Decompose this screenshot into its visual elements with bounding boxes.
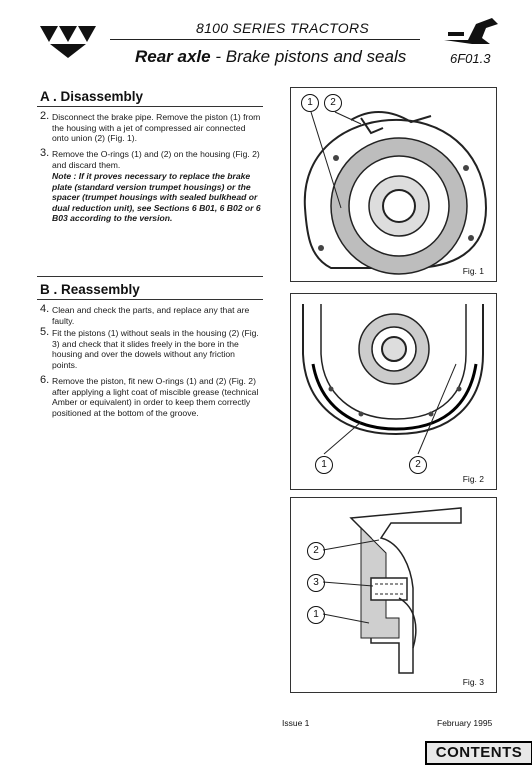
step-3: 3. Remove the O-rings (1) and (2) on the… bbox=[40, 147, 262, 170]
contents-button[interactable]: CONTENTS bbox=[425, 741, 532, 765]
step-number: 5. bbox=[40, 326, 50, 338]
step-number: 6. bbox=[40, 374, 50, 386]
page-title: Rear axle - Brake pistons and seals bbox=[135, 47, 406, 67]
section-a-rule bbox=[37, 106, 263, 107]
section-b-heading: B . Reassembly bbox=[40, 282, 140, 297]
step-text: Fit the pistons (1) without seals in the… bbox=[52, 328, 259, 370]
title-bold: Rear axle bbox=[135, 47, 211, 66]
figure-1: 1 2 Fig. 1 bbox=[290, 87, 497, 282]
figure-2: 1 2 Fig. 2 bbox=[290, 293, 497, 490]
step-number: 2. bbox=[40, 110, 50, 122]
step-text: Remove the piston, fit new O-rings (1) a… bbox=[52, 376, 259, 418]
figure-1-label: Fig. 1 bbox=[462, 266, 484, 276]
figure-3-label: Fig. 3 bbox=[462, 677, 484, 687]
issue-date: February 1995 bbox=[437, 718, 493, 728]
note-text: Note : If it proves necessary to replace… bbox=[52, 171, 261, 224]
callout-1: 1 bbox=[315, 456, 333, 474]
step-number: 3. bbox=[40, 147, 50, 159]
issue-number: Issue 1 bbox=[282, 718, 310, 728]
figure-2-drawing bbox=[302, 304, 484, 455]
callout-2: 2 bbox=[324, 94, 342, 112]
callout-3: 3 bbox=[307, 574, 325, 592]
figure-2-label: Fig. 2 bbox=[462, 474, 484, 484]
section-code: 6F01.3 bbox=[450, 51, 491, 66]
callout-2: 2 bbox=[307, 542, 325, 560]
step-4: 4. Clean and check the parts, and replac… bbox=[40, 303, 262, 326]
step-text: Clean and check the parts, and replace a… bbox=[52, 305, 250, 326]
step-number: 4. bbox=[40, 303, 50, 315]
wrench-icon bbox=[444, 18, 498, 44]
step-text: Remove the O-rings (1) and (2) on the ho… bbox=[52, 149, 260, 170]
callout-2: 2 bbox=[409, 456, 427, 474]
header-rule bbox=[110, 39, 420, 40]
step-6: 6. Remove the piston, fit new O-rings (1… bbox=[40, 374, 262, 418]
section-divider bbox=[37, 276, 263, 277]
figure-1-drawing bbox=[303, 110, 488, 275]
figure-3: 2 3 1 Fig. 3 bbox=[290, 497, 497, 693]
step-5: 5. Fit the pistons (1) without seals in … bbox=[40, 326, 262, 370]
step-text: Disconnect the brake pipe. Remove the pi… bbox=[52, 112, 261, 144]
massey-ferguson-logo bbox=[40, 26, 96, 58]
section-b-rule bbox=[37, 299, 263, 300]
step-2: 2. Disconnect the brake pipe. Remove the… bbox=[40, 110, 262, 144]
section-a-heading: A . Disassembly bbox=[40, 89, 144, 104]
series-title: 8100 SERIES TRACTORS bbox=[196, 20, 370, 36]
figure-3-drawing bbox=[322, 507, 462, 674]
callout-1: 1 bbox=[301, 94, 319, 112]
callout-1: 1 bbox=[307, 606, 325, 624]
title-rest: - Brake pistons and seals bbox=[210, 47, 407, 66]
